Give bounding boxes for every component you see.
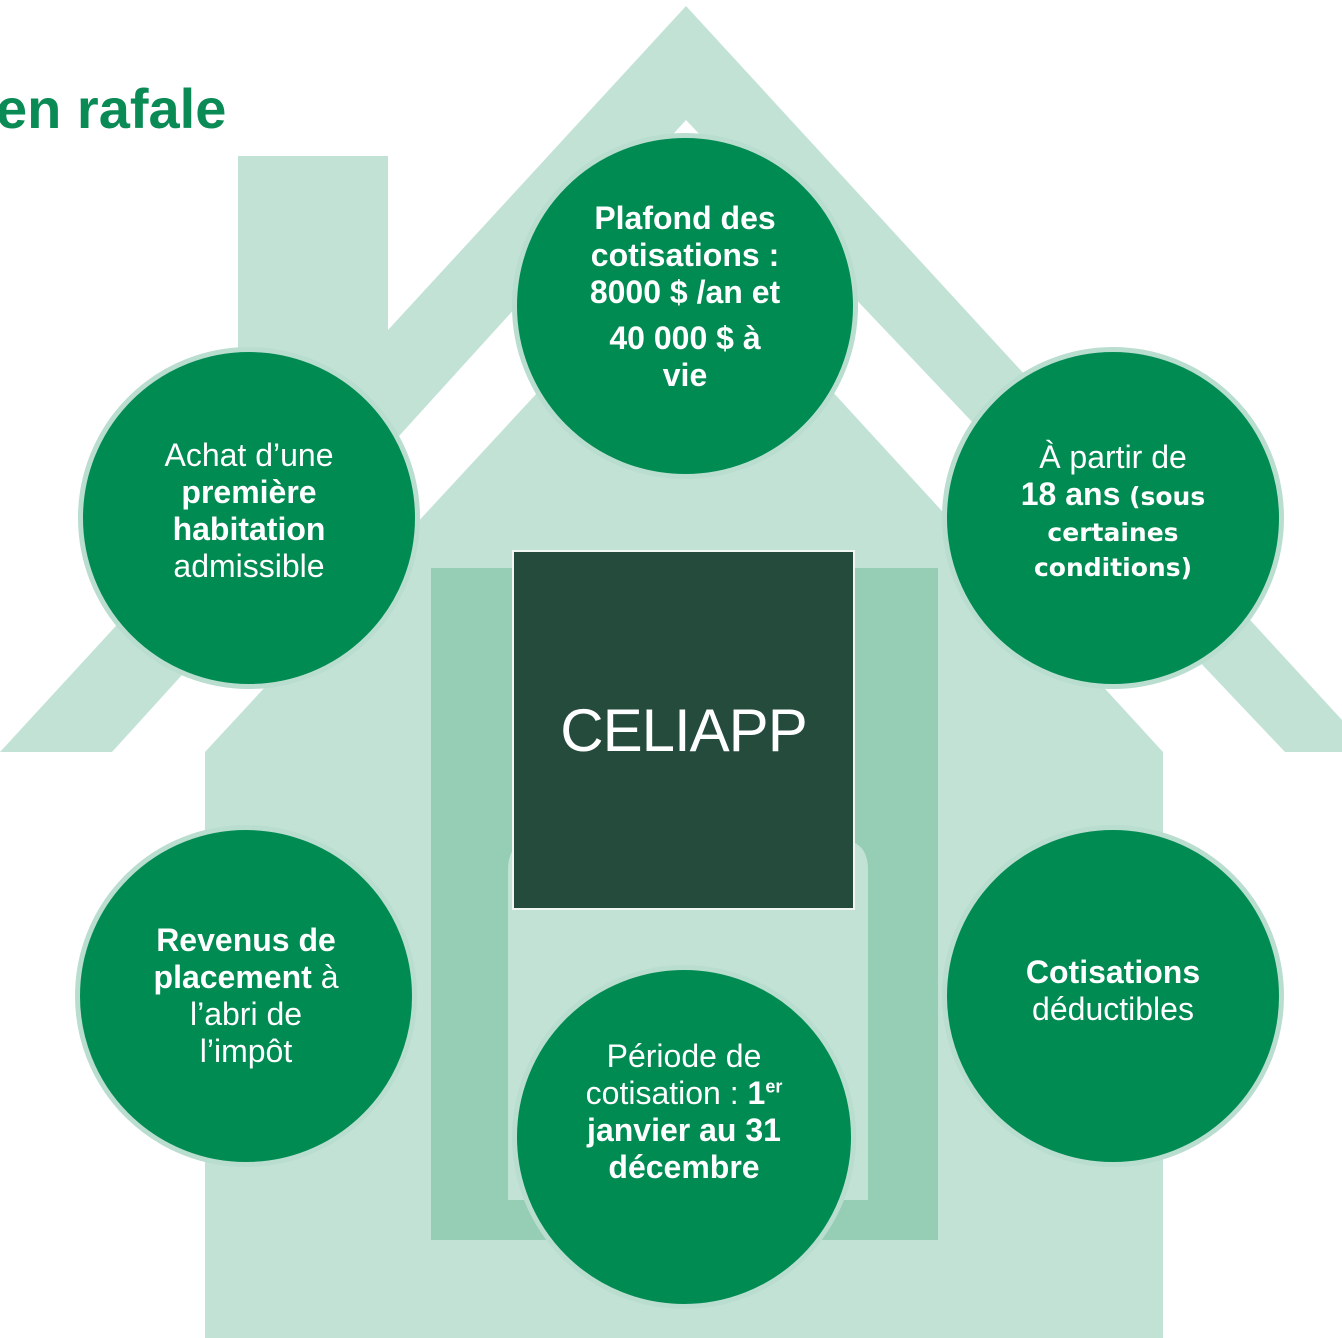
page-title: en rafale [0,77,227,140]
node-line: janvier au 31 [587,1112,781,1148]
node-line: l’impôt [199,1032,293,1069]
node-first-home: Achat d’une première habitation admissib… [78,347,420,689]
node-line: Cotisations [1025,954,1201,991]
node-line: Période de [606,1038,762,1075]
node-line: er [765,1076,783,1097]
node-line: 8000 $ /an et [589,273,781,310]
node-line: conditions) [1033,553,1193,583]
node-line: À partir de [1039,438,1187,475]
node-contribution-period: Période de cotisation : 1er janvier au 3… [512,965,856,1309]
node-line: 18 ans [1020,475,1121,512]
node-line: habitation [172,511,326,547]
node-line: Revenus de [156,922,336,959]
node-line: placement [153,959,312,996]
node-line: Achat d’une [164,437,334,474]
node-line: déductibles [1032,991,1194,1027]
node-age-requirement: À partir de 18 ans (sous certaines condi… [942,347,1284,689]
node-line: première [181,474,317,511]
node-tax-sheltered-income: Revenus de placement à l’abri de l’impôt [75,825,417,1167]
center-box: CELIAPP [512,550,855,910]
house-roof [0,6,1342,752]
node-line: admissible [173,547,325,584]
node-contribution-limit: Plafond des cotisations : 8000 $ /an et … [512,133,858,479]
node-line: (sous [1120,481,1206,511]
node-line: à [311,959,339,996]
node-line: Plafond des [594,200,776,236]
node-line: l’abri de [189,996,303,1032]
node-line: décembre [608,1148,760,1185]
node-line: cotisations : [590,236,780,273]
node-line: 1 [747,1075,766,1112]
node-line: vie [662,357,708,394]
node-line: cotisation : [585,1075,748,1112]
node-line: certaines [1047,518,1179,548]
node-deductible-contributions: Cotisations déductibles [942,825,1284,1167]
node-line: 40 000 $ à [609,320,761,357]
center-label: CELIAPP [560,696,807,764]
